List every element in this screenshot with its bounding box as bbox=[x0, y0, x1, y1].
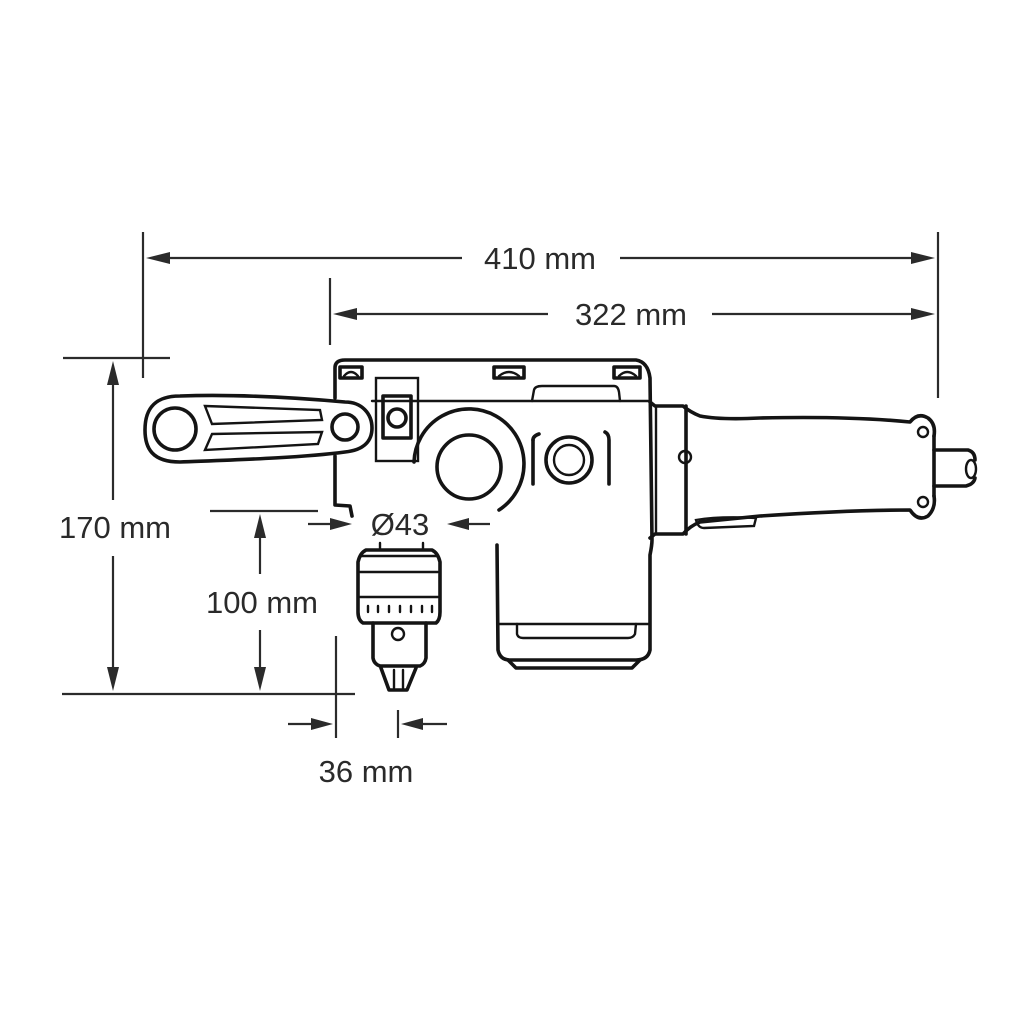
arrow-left-icon bbox=[333, 308, 357, 320]
label-170mm: 170 mm bbox=[59, 510, 171, 545]
spindle-ring bbox=[412, 407, 526, 512]
arrow-down-icon bbox=[254, 667, 266, 691]
arrow-right-icon bbox=[911, 308, 935, 320]
screw-icon bbox=[916, 425, 930, 439]
arrow-left-icon bbox=[447, 518, 469, 530]
dimension-overall-height: 170 mm bbox=[59, 356, 355, 696]
switch-panel bbox=[374, 376, 420, 463]
screw-icon bbox=[916, 495, 930, 509]
lock-button-icon bbox=[381, 394, 413, 440]
chuck-body bbox=[371, 621, 428, 668]
arrow-up-icon bbox=[107, 361, 119, 385]
spindle-icon bbox=[435, 433, 503, 501]
arrow-left-icon bbox=[401, 718, 423, 730]
arrow-right-icon bbox=[911, 252, 935, 264]
label-36mm: 36 mm bbox=[319, 754, 414, 789]
label-322mm: 322 mm bbox=[575, 297, 687, 332]
handle-pivot-icon bbox=[330, 412, 360, 442]
gear-housing bbox=[333, 358, 654, 670]
chuck-key-hole-icon bbox=[390, 626, 406, 642]
dimension-body-length: 322 mm bbox=[328, 278, 935, 345]
label-100mm: 100 mm bbox=[206, 585, 318, 620]
dimension-chuck-diameter: Ø43 bbox=[308, 507, 490, 542]
label-410mm: 410 mm bbox=[484, 241, 596, 276]
dimension-side-clearance: 36 mm bbox=[288, 636, 447, 789]
dimension-chuck-height: 100 mm bbox=[206, 509, 318, 691]
side-handle bbox=[143, 393, 374, 464]
arrow-up-icon bbox=[254, 514, 266, 538]
arrow-down-icon bbox=[107, 667, 119, 691]
arrow-right-icon bbox=[330, 518, 352, 530]
screw-icon bbox=[677, 449, 693, 465]
dimension-overall-length: 410 mm bbox=[141, 232, 940, 398]
chuck-jaws bbox=[379, 666, 418, 692]
chuck-teeth bbox=[366, 604, 434, 614]
handle-hole-icon bbox=[152, 406, 198, 452]
rear-handle bbox=[648, 400, 978, 540]
arrow-left-icon bbox=[146, 252, 170, 264]
arrow-right-icon bbox=[311, 718, 333, 730]
cord-guard bbox=[932, 448, 978, 488]
drill-chuck bbox=[356, 541, 442, 692]
label-diameter-43: Ø43 bbox=[371, 507, 430, 542]
trigger bbox=[694, 516, 758, 530]
